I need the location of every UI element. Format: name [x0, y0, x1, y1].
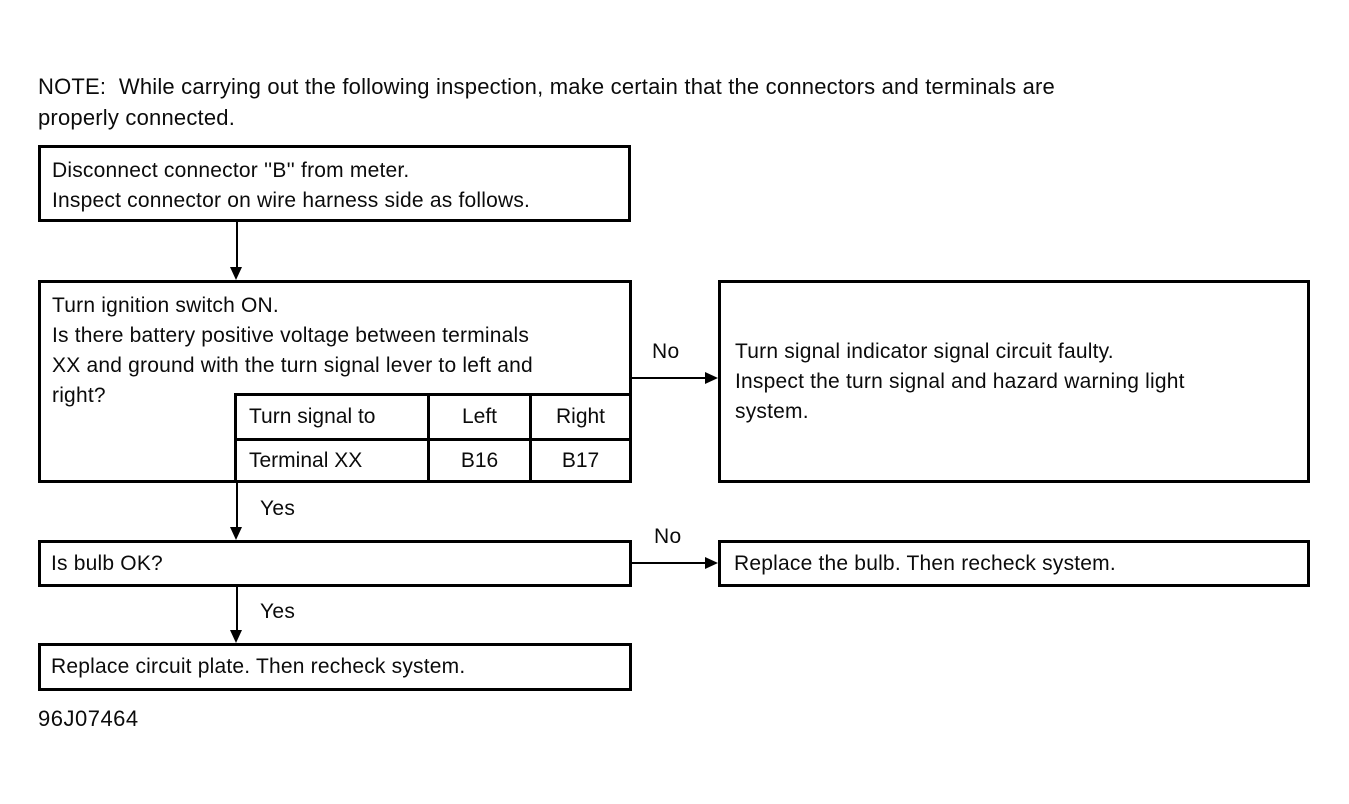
step-disconnect-line-2: Inspect connector on wire harness side a…: [52, 189, 531, 212]
step-bulb-check-box: Is bulb OK?: [38, 540, 632, 587]
note-line-2: properly connected.: [38, 105, 236, 130]
arrow-down-icon: [230, 630, 242, 643]
note-text: NOTE: While carrying out the following i…: [38, 71, 1055, 133]
note-line-1: NOTE: While carrying out the following i…: [38, 74, 1055, 99]
connector-line-yes-branch-2: [236, 587, 238, 630]
step-replace-circuit-plate-box: Replace circuit plate. Then recheck syst…: [38, 643, 632, 691]
voltage-check-line-3: XX and ground with the turn signal lever…: [52, 354, 533, 377]
table-header-left: Left: [427, 396, 529, 438]
voltage-check-line-2: Is there battery positive voltage betwee…: [52, 324, 530, 347]
voltage-check-line-1: Turn ignition switch ON.: [52, 294, 279, 317]
table-cell-b17: B17: [529, 438, 629, 480]
terminal-voltage-table: Turn signal to Left Right Terminal XX B1…: [234, 393, 632, 483]
no-label-voltage-branch: No: [652, 340, 680, 363]
voltage-check-line-4: right?: [52, 384, 106, 407]
replace-bulb-text: Replace the bulb. Then recheck system.: [734, 551, 1116, 575]
connector-line-no-branch-2: [632, 562, 706, 564]
arrow-right-icon: [705, 372, 718, 384]
result-circuit-faulty-box: Turn signal indicator signal circuit fau…: [718, 280, 1310, 483]
table-header-right: Right: [529, 396, 629, 438]
connector-line-step1-step2: [236, 222, 238, 268]
table-header-turn-signal-to: Turn signal to: [249, 405, 376, 428]
step-disconnect-line-1: Disconnect connector ''B'' from meter.: [52, 159, 410, 182]
table-cell-b16: B16: [427, 438, 529, 480]
arrow-right-icon: [705, 557, 718, 569]
figure-code: 96J07464: [38, 706, 139, 731]
table-cell-terminal-xx: Terminal XX: [237, 438, 427, 480]
arrow-down-icon: [230, 527, 242, 540]
no-label-bulb-branch: No: [654, 525, 682, 548]
circuit-faulty-line-2: Inspect the turn signal and hazard warni…: [735, 369, 1185, 393]
connector-line-no-branch-1: [632, 377, 706, 379]
yes-label-bulb-branch: Yes: [260, 600, 296, 623]
replace-circuit-plate-text: Replace circuit plate. Then recheck syst…: [51, 655, 466, 678]
step-disconnect-box: Disconnect connector ''B'' from meter. I…: [38, 145, 631, 222]
yes-label-voltage-branch: Yes: [260, 497, 296, 520]
result-replace-bulb-box: Replace the bulb. Then recheck system.: [718, 540, 1310, 587]
connector-line-yes-branch-1: [236, 483, 238, 528]
circuit-faulty-line-1: Turn signal indicator signal circuit fau…: [735, 339, 1114, 363]
circuit-faulty-line-3: system.: [735, 399, 809, 423]
arrow-down-icon: [230, 267, 242, 280]
bulb-check-text: Is bulb OK?: [51, 551, 163, 575]
